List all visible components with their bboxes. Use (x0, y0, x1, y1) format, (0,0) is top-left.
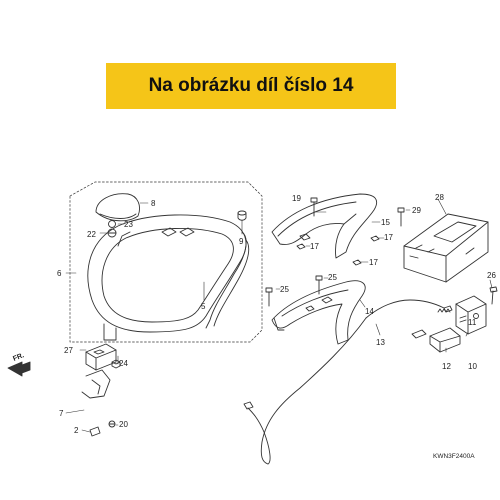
callout-8: 8 (151, 199, 156, 208)
rear-carrier-shape (403, 213, 489, 283)
leader-lines (65, 198, 493, 433)
bolt-25a-shape (265, 287, 273, 307)
callout-15: 15 (381, 218, 390, 227)
callout-28: 28 (435, 193, 444, 202)
callout-25-mid: 25 (328, 273, 337, 282)
callout-labels: 8 23 22 6 5 9 24 27 7 20 2 19 15 17 17 1… (12, 193, 496, 460)
callout-11: 11 (468, 318, 477, 327)
seat-lock-shape (455, 295, 487, 335)
callout-5: 5 (201, 302, 206, 311)
callout-20: 20 (119, 420, 128, 429)
bolt-29-shape (397, 207, 405, 227)
latch-bracket-shape (85, 343, 117, 371)
callout-17-left: 17 (310, 242, 319, 251)
bolt-24-shape (111, 359, 121, 369)
grab-rail-shape (271, 193, 378, 259)
diagram-code: KWN3F2400A (433, 453, 475, 460)
callout-27: 27 (64, 346, 73, 355)
bolt-19-shape (310, 197, 318, 217)
bolt-26-shape (489, 286, 498, 305)
callout-17-right: 17 (384, 233, 393, 242)
part-number-banner: Na obrázku díl číslo 14 (106, 63, 396, 109)
hinge-plate-shape (81, 369, 111, 399)
callout-24: 24 (119, 359, 128, 368)
callout-19: 19 (292, 194, 301, 203)
callout-26: 26 (487, 271, 496, 280)
bolt-20-shape (108, 420, 116, 428)
callout-14: 14 (365, 307, 374, 316)
rubber-damper-shape (107, 220, 117, 238)
callout-7: 7 (59, 409, 64, 418)
seat-cap-shape (95, 193, 140, 222)
callout-9: 9 (239, 237, 244, 246)
banner-text: Na obrázku díl číslo 14 (148, 75, 354, 96)
callout-22: 22 (87, 230, 96, 239)
spring-11-shape (437, 308, 451, 313)
pin-9-shape (237, 210, 247, 221)
screw-2-shape (89, 426, 101, 437)
callout-23: 23 (124, 220, 133, 229)
callout-25-left: 25 (280, 285, 289, 294)
callout-29: 29 (412, 206, 421, 215)
front-direction-arrow (7, 361, 31, 377)
callout-12: 12 (442, 362, 451, 371)
bolt-25b-shape (315, 275, 323, 295)
front-direction-label: FR. (12, 352, 25, 363)
seat-group-outline (69, 181, 263, 343)
callout-13: 13 (376, 338, 385, 347)
callout-6: 6 (57, 269, 62, 278)
callout-10: 10 (468, 362, 477, 371)
callout-2: 2 (74, 426, 79, 435)
stay-plate-12-shape (411, 327, 461, 353)
callout-17-lower: 17 (369, 258, 378, 267)
clip-fasteners-shape (296, 235, 380, 266)
seat-shape (87, 214, 250, 341)
